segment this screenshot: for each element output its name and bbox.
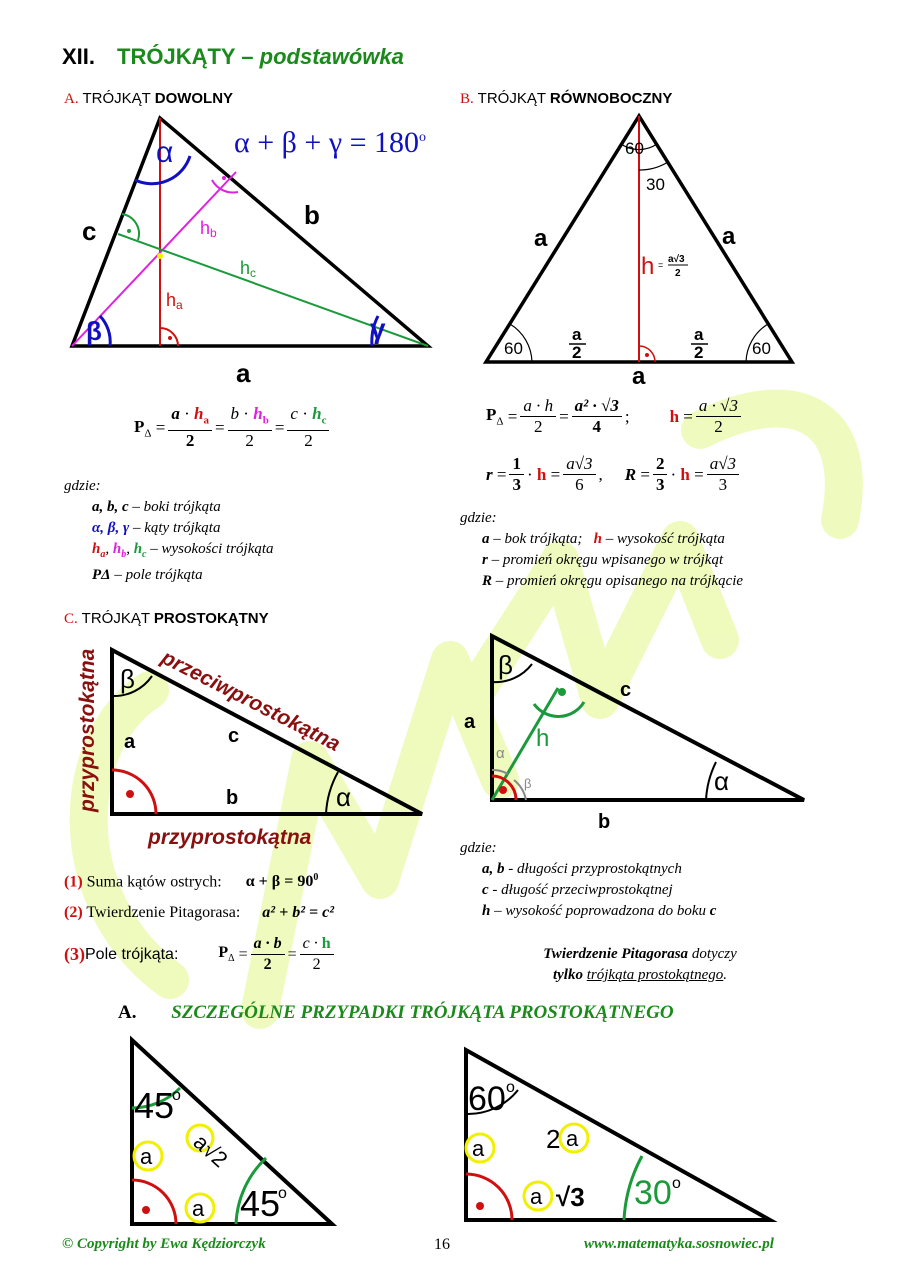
long-leg-root3: √3 (556, 1182, 585, 1212)
side-a-left: a (534, 225, 548, 252)
height-numerator: a√3 (668, 254, 685, 265)
legend-c-item: h – wysokość poprowadzona do boku c (482, 903, 717, 919)
hyp-c-label: c (228, 725, 239, 747)
side-a-right: a (722, 223, 736, 250)
half-a-left: a (572, 325, 582, 344)
legend-a: gdzie: a, b, c – boki trójkąta α, β, γ –… (64, 476, 274, 586)
angle-60-top: 60 (625, 139, 644, 158)
arbitrary-triangle-figure: α β γ c b a ha hb hc (69, 115, 433, 388)
svg-text:2: 2 (694, 343, 703, 362)
legend-b-item: r – promień okręgu wpisanego w trójkąt (482, 552, 724, 568)
alpha-label-left: α (336, 782, 351, 812)
short-leg-a: a (472, 1136, 485, 1161)
beta-small-label: β (524, 776, 531, 791)
angle-60-left: 60 (504, 339, 523, 358)
legend-c-item: c - długość przeciwprostokątnej (482, 882, 673, 898)
section-c-heading: C. TRÓJKĄT PROSTOKĄTNY (64, 610, 269, 627)
footer-copyright: © Copyright by Ewa Kędziorczyk (62, 1236, 266, 1252)
leg-caption-horizontal: przyprostokątna (147, 826, 312, 849)
angle-sum-formula: α + β + γ = 180o (234, 126, 426, 159)
alpha-label-right: α (714, 766, 729, 796)
pythagoras-note: Twierdzenie Pitagorasa dotyczy tylko tró… (543, 946, 737, 983)
svg-text:o: o (672, 1175, 681, 1192)
section-prefix: TRÓJKĄT (82, 90, 155, 107)
hyp-two: 2 (546, 1124, 560, 1154)
legend-b: gdzie: a – bok trójkąta; h – wysokość tr… (460, 508, 743, 592)
special-cases-heading: A. SZCZEGÓLNE PRZYPADKI TRÓJKĄTA PROSTOK… (118, 1002, 674, 1023)
svg-text:=: = (658, 260, 663, 270)
svg-text:o: o (278, 1185, 287, 1202)
legend-b-item: R – promień okręgu opisanego na trójkąci… (482, 573, 744, 589)
hyp-c-label-right: c (620, 679, 631, 701)
legend-c-item: a, b - długości przyprostokątnych (482, 861, 682, 877)
leg-a-horizontal: a (192, 1196, 205, 1221)
legend-a-item: α, β, γ – kąty trójkąta (92, 520, 221, 536)
angle-30: 30 (634, 1174, 672, 1212)
alpha-small-label: α (496, 745, 505, 762)
height-h-label-right: h (536, 725, 549, 752)
long-leg-a: a (530, 1184, 543, 1209)
section-a-heading: A. TRÓJKĄT DOWOLNY (64, 90, 233, 108)
height-h-label: h (641, 253, 654, 280)
leg-a-label-right: a (464, 711, 476, 733)
svg-text:o: o (506, 1079, 515, 1096)
item-2: (2) Twierdzenie Pitagorasa: a² + b² = c² (64, 904, 335, 921)
legend-c: gdzie: a, b - długości przyprostokątnych… (460, 838, 716, 922)
legend-a-item: a, b, c – boki trójkąta (92, 499, 221, 515)
section-letter: A. (64, 91, 79, 107)
side-a-bottom: a (632, 363, 646, 390)
gamma-label: γ (370, 313, 386, 344)
chapter-subtitle: podstawówka (259, 44, 404, 69)
beta-label-right: β (498, 650, 513, 680)
legend-a-item: PΔ – pole trójkąta (92, 567, 203, 583)
beta-label-left: β (120, 664, 135, 694)
angle-60: 60 (468, 1080, 506, 1118)
leg-b-label-right: b (598, 811, 610, 833)
triangle-30-60-90: 60 o 30 o a 2 a a √3 (464, 1046, 778, 1222)
triangle-45-45-90: 45 o 45 o a a a√2 (130, 1035, 338, 1226)
hypotenuse-caption: przeciwprostokątna (157, 646, 344, 757)
side-b-label: b (304, 200, 320, 230)
chapter-title: TRÓJKĄTY – (117, 44, 260, 69)
section-b-heading: B. TRÓJKĄT RÓWNOBOCZNY (460, 90, 673, 107)
alpha-label: α (156, 136, 173, 169)
hc-label: hc (240, 258, 256, 280)
half-a-right: a (694, 325, 704, 344)
right-triangle-figure-left: β α a b c przeciwprostokątna przyprostok… (76, 646, 423, 849)
hb-label: hb (200, 218, 217, 240)
leg-a-label: a (124, 731, 136, 753)
angle-30: 30 (646, 175, 665, 194)
angle-45-top: 45 (134, 1085, 174, 1126)
footer-website[interactable]: www.matematyka.sosnowiec.pl (584, 1236, 774, 1252)
svg-text:2: 2 (675, 268, 681, 279)
page-number: 16 (434, 1236, 450, 1253)
page-title: XII. TRÓJKĄTY – podstawówka (62, 44, 404, 70)
side-a-label: a (236, 358, 251, 388)
svg-text:2: 2 (572, 343, 581, 362)
item-1: (1) Suma kątów ostrych: α + β = 900 (64, 872, 319, 891)
chapter-number: XII. (62, 44, 96, 69)
right-triangle-figure-height: β α α β a b c h (464, 632, 805, 833)
angle-45-bottom: 45 (240, 1183, 280, 1224)
equilateral-triangle-figure: 60 30 60 60 a a a h = a√3 2 a 2 a 2 (482, 112, 796, 390)
ha-label: ha (166, 290, 183, 312)
beta-label: β (86, 316, 102, 346)
legend-a-item: ha, hb, hc – wysokości trójkąta (92, 541, 274, 560)
section-name: DOWOLNY (154, 90, 234, 107)
side-c-label: c (82, 216, 96, 246)
leg-a-vertical: a (140, 1144, 153, 1169)
legend-b-item: a – bok trójkąta; h – wysokość trójkąta (482, 531, 725, 547)
angle-60-right: 60 (752, 339, 771, 358)
leg-b-label: b (226, 787, 238, 809)
where-label: gdzie: (64, 478, 101, 494)
svg-text:o: o (172, 1087, 181, 1104)
hyp-a: a (566, 1126, 579, 1151)
leg-caption-vertical: przyprostokątna (76, 648, 99, 813)
